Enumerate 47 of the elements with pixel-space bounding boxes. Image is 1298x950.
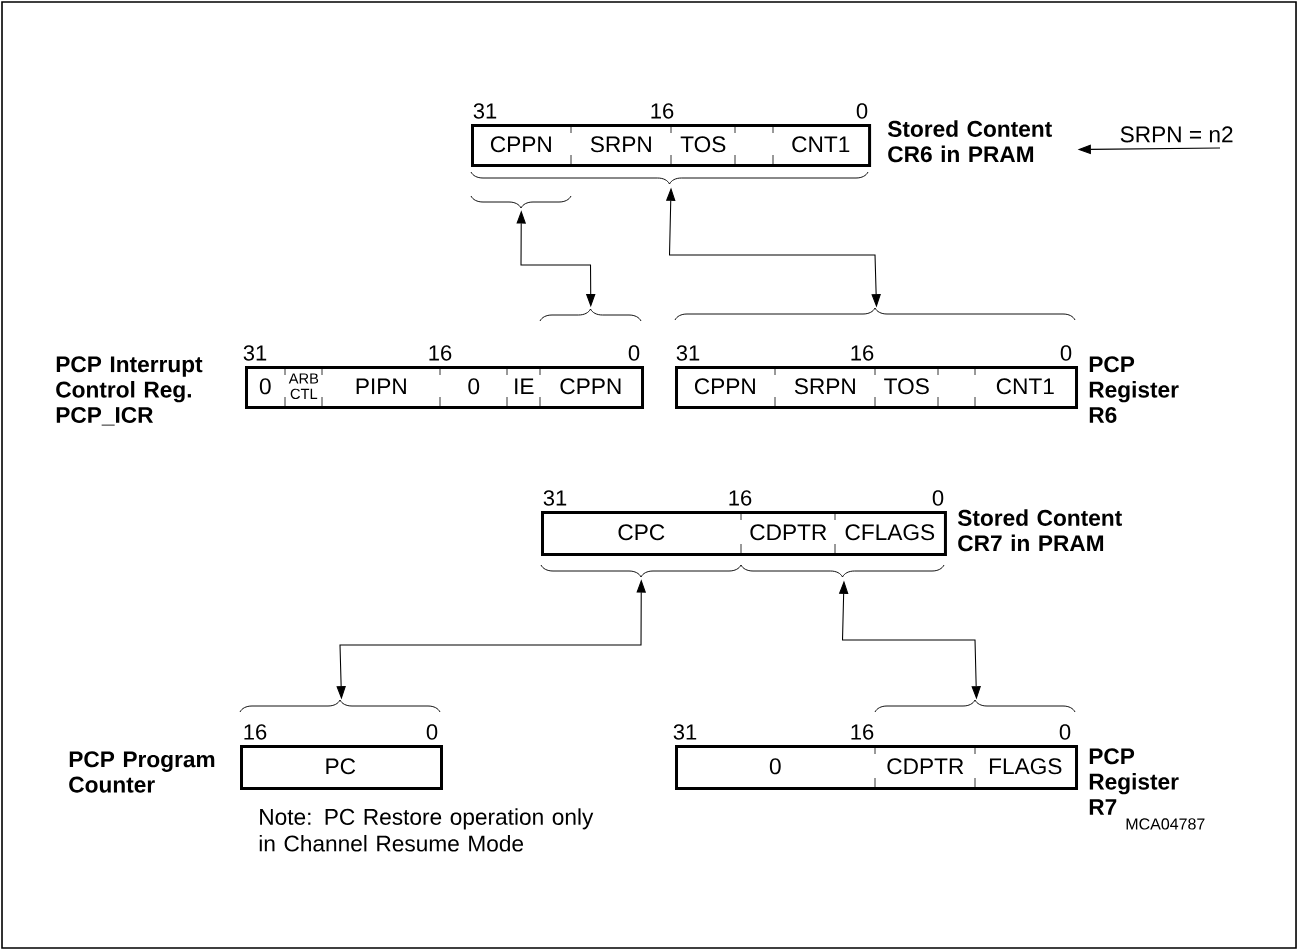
bit-number: 31 xyxy=(676,345,700,361)
bit-number: 0 xyxy=(932,490,944,506)
field-name: CDPTR xyxy=(750,524,827,541)
bit-number: 0 xyxy=(426,724,438,740)
field-name: CPC xyxy=(618,524,665,541)
register-name: Stored Content CR6 in PRAM xyxy=(887,120,1052,163)
register-name: PCP Program Counter xyxy=(69,751,215,793)
bit-number: 16 xyxy=(651,103,674,119)
bit-number: 0 xyxy=(1060,345,1072,361)
field-name: CNT1 xyxy=(996,378,1054,395)
figure-id: MCA04787 xyxy=(1126,818,1205,830)
field-name: CPPN xyxy=(694,378,755,395)
bit-number: 0 xyxy=(1059,724,1071,740)
note-text: Note: PC Restore operation only in Channel Resume Mode xyxy=(259,808,594,852)
bit-number: 31 xyxy=(473,103,497,119)
bit-number: 31 xyxy=(673,724,697,740)
field-name: SRPN xyxy=(794,378,855,395)
bit-number: 0 xyxy=(628,345,640,361)
register-name: PCP Register R6 xyxy=(1089,356,1179,423)
bit-number: 16 xyxy=(429,345,452,361)
bit-number: 16 xyxy=(729,490,752,506)
bit-number: 31 xyxy=(543,490,567,506)
field-name: CNT1 xyxy=(792,136,850,153)
bit-number: 16 xyxy=(244,724,267,740)
field-name: ARB CTL xyxy=(288,373,319,400)
field-name: 0 xyxy=(259,378,271,395)
bit-number: 16 xyxy=(851,724,874,740)
field-name: CPPN xyxy=(560,378,621,395)
field-name: TOS xyxy=(884,378,929,395)
field-name: IE xyxy=(515,378,534,395)
field-name: 0 xyxy=(769,758,781,775)
bit-number: 0 xyxy=(856,103,868,119)
edge-label: SRPN = n2 xyxy=(1120,126,1233,143)
field-name: FLAGS xyxy=(990,758,1062,775)
field-name: PIPN xyxy=(356,378,406,395)
field-name: CPPN xyxy=(490,136,551,153)
field-name: CFLAGS xyxy=(845,524,935,541)
bit-number: 16 xyxy=(851,345,874,361)
field-name: 0 xyxy=(468,378,480,395)
register-name: PCP Interrupt Control Reg. PCP_ICR xyxy=(56,356,203,426)
field-name: CDPTR xyxy=(887,758,964,775)
register-name: Stored Content CR7 in PRAM xyxy=(957,509,1122,552)
field-name: TOS xyxy=(680,136,726,153)
field-name: SRPN xyxy=(590,136,651,153)
bit-number: 31 xyxy=(243,345,267,361)
register-name: PCP Register R7 xyxy=(1089,748,1179,815)
field-name: PC xyxy=(326,758,356,775)
